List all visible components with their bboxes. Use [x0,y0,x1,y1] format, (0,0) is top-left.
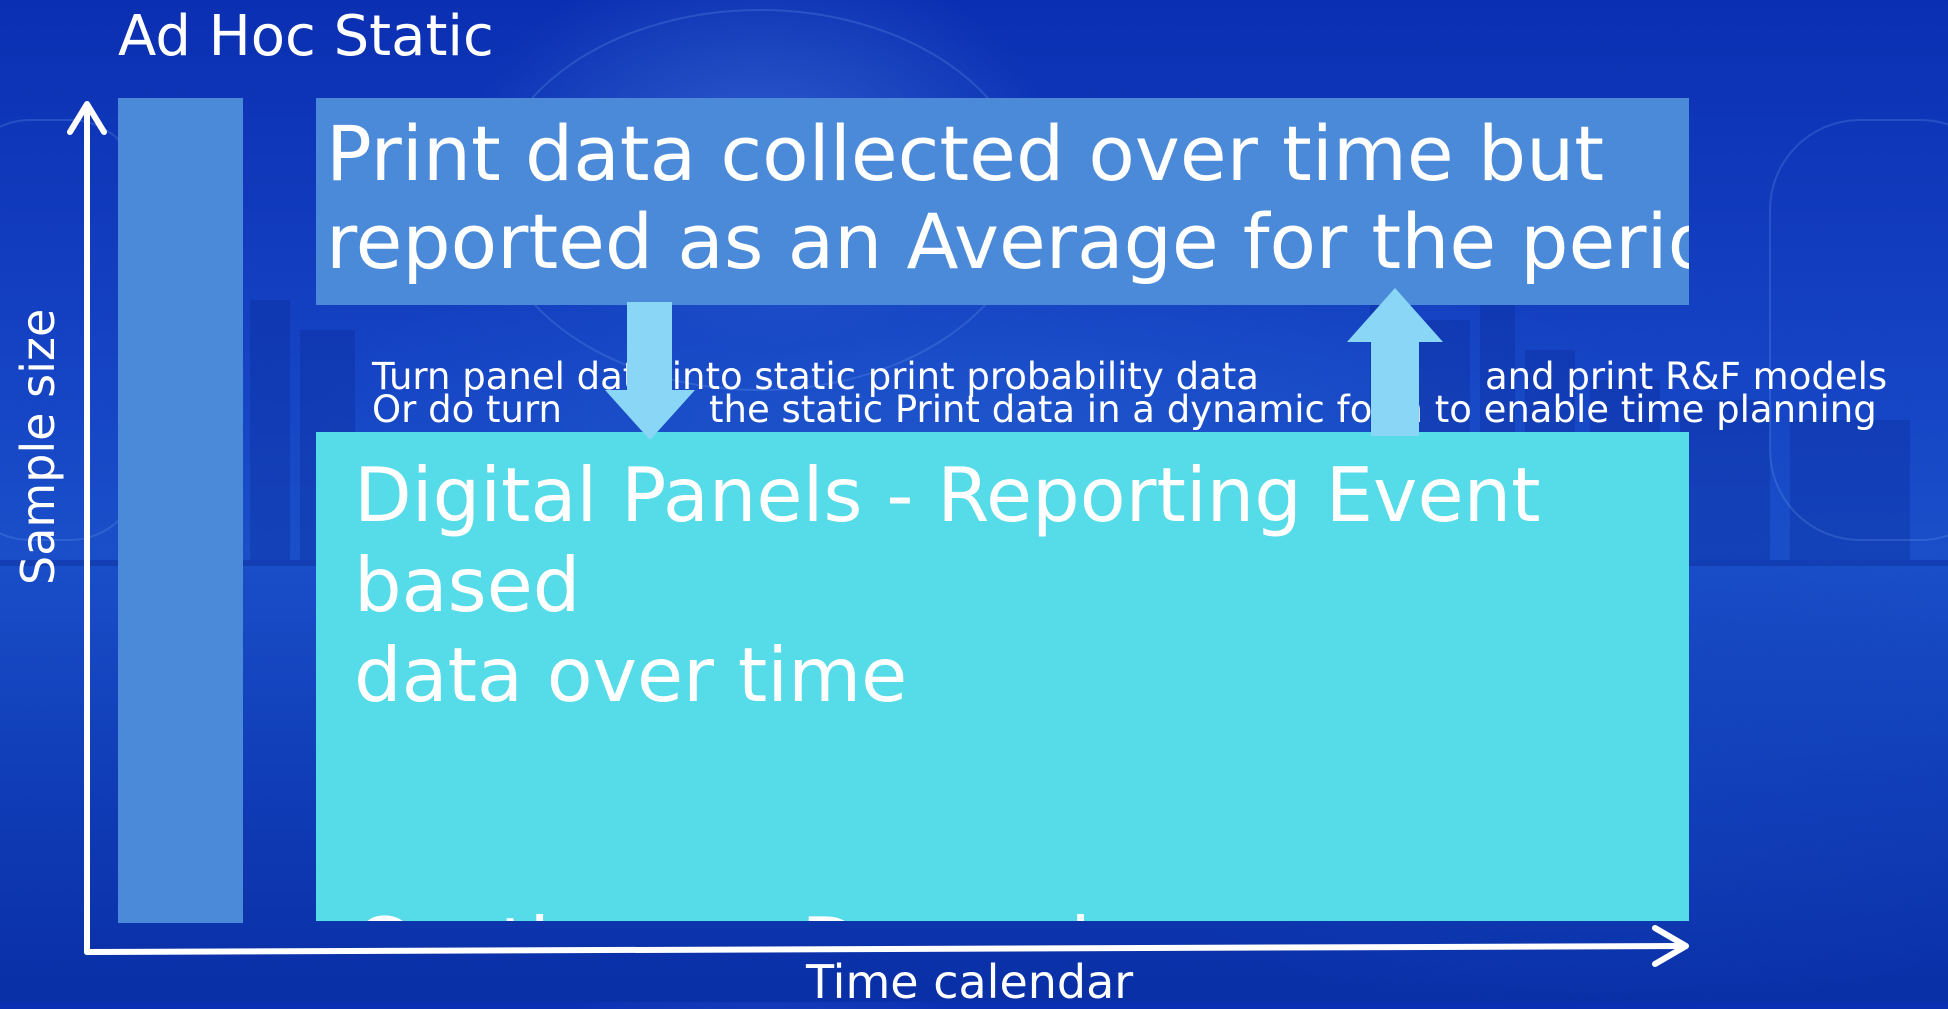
down-arrow-icon [605,302,695,440]
digital-box-line-1: Digital Panels - Reporting Event [354,451,1541,539]
y-axis-label: Sample size [11,308,65,585]
ad-hoc-static-bar [118,98,243,923]
caption-turn-panel: Turn panel data into static print probab… [372,355,1259,398]
caption-print-models: and print R&F models [1485,355,1888,398]
caption-or-do-turn: Or do turn [372,388,562,431]
x-axis-label: Time calendar [806,955,1134,1009]
digital-box-line-4: Continuous Dynamic [354,900,1689,921]
digital-panels-box: Digital Panels - Reporting Event based d… [316,432,1689,921]
print-box-line-2: reported as an Average for the period [326,197,1689,286]
x-axis [84,925,1689,967]
page-title: Ad Hoc Static [118,4,494,69]
digital-box-line-2: based [354,541,581,629]
print-box-line-1: Print data collected over time but [326,109,1605,198]
up-arrow-icon [1347,288,1443,436]
digital-box-line-3: data over time [354,631,908,719]
print-data-box: Print data collected over time but repor… [316,98,1689,305]
y-axis [67,101,107,955]
caption-static-print: the static Print data in a dynamic form … [709,388,1877,431]
